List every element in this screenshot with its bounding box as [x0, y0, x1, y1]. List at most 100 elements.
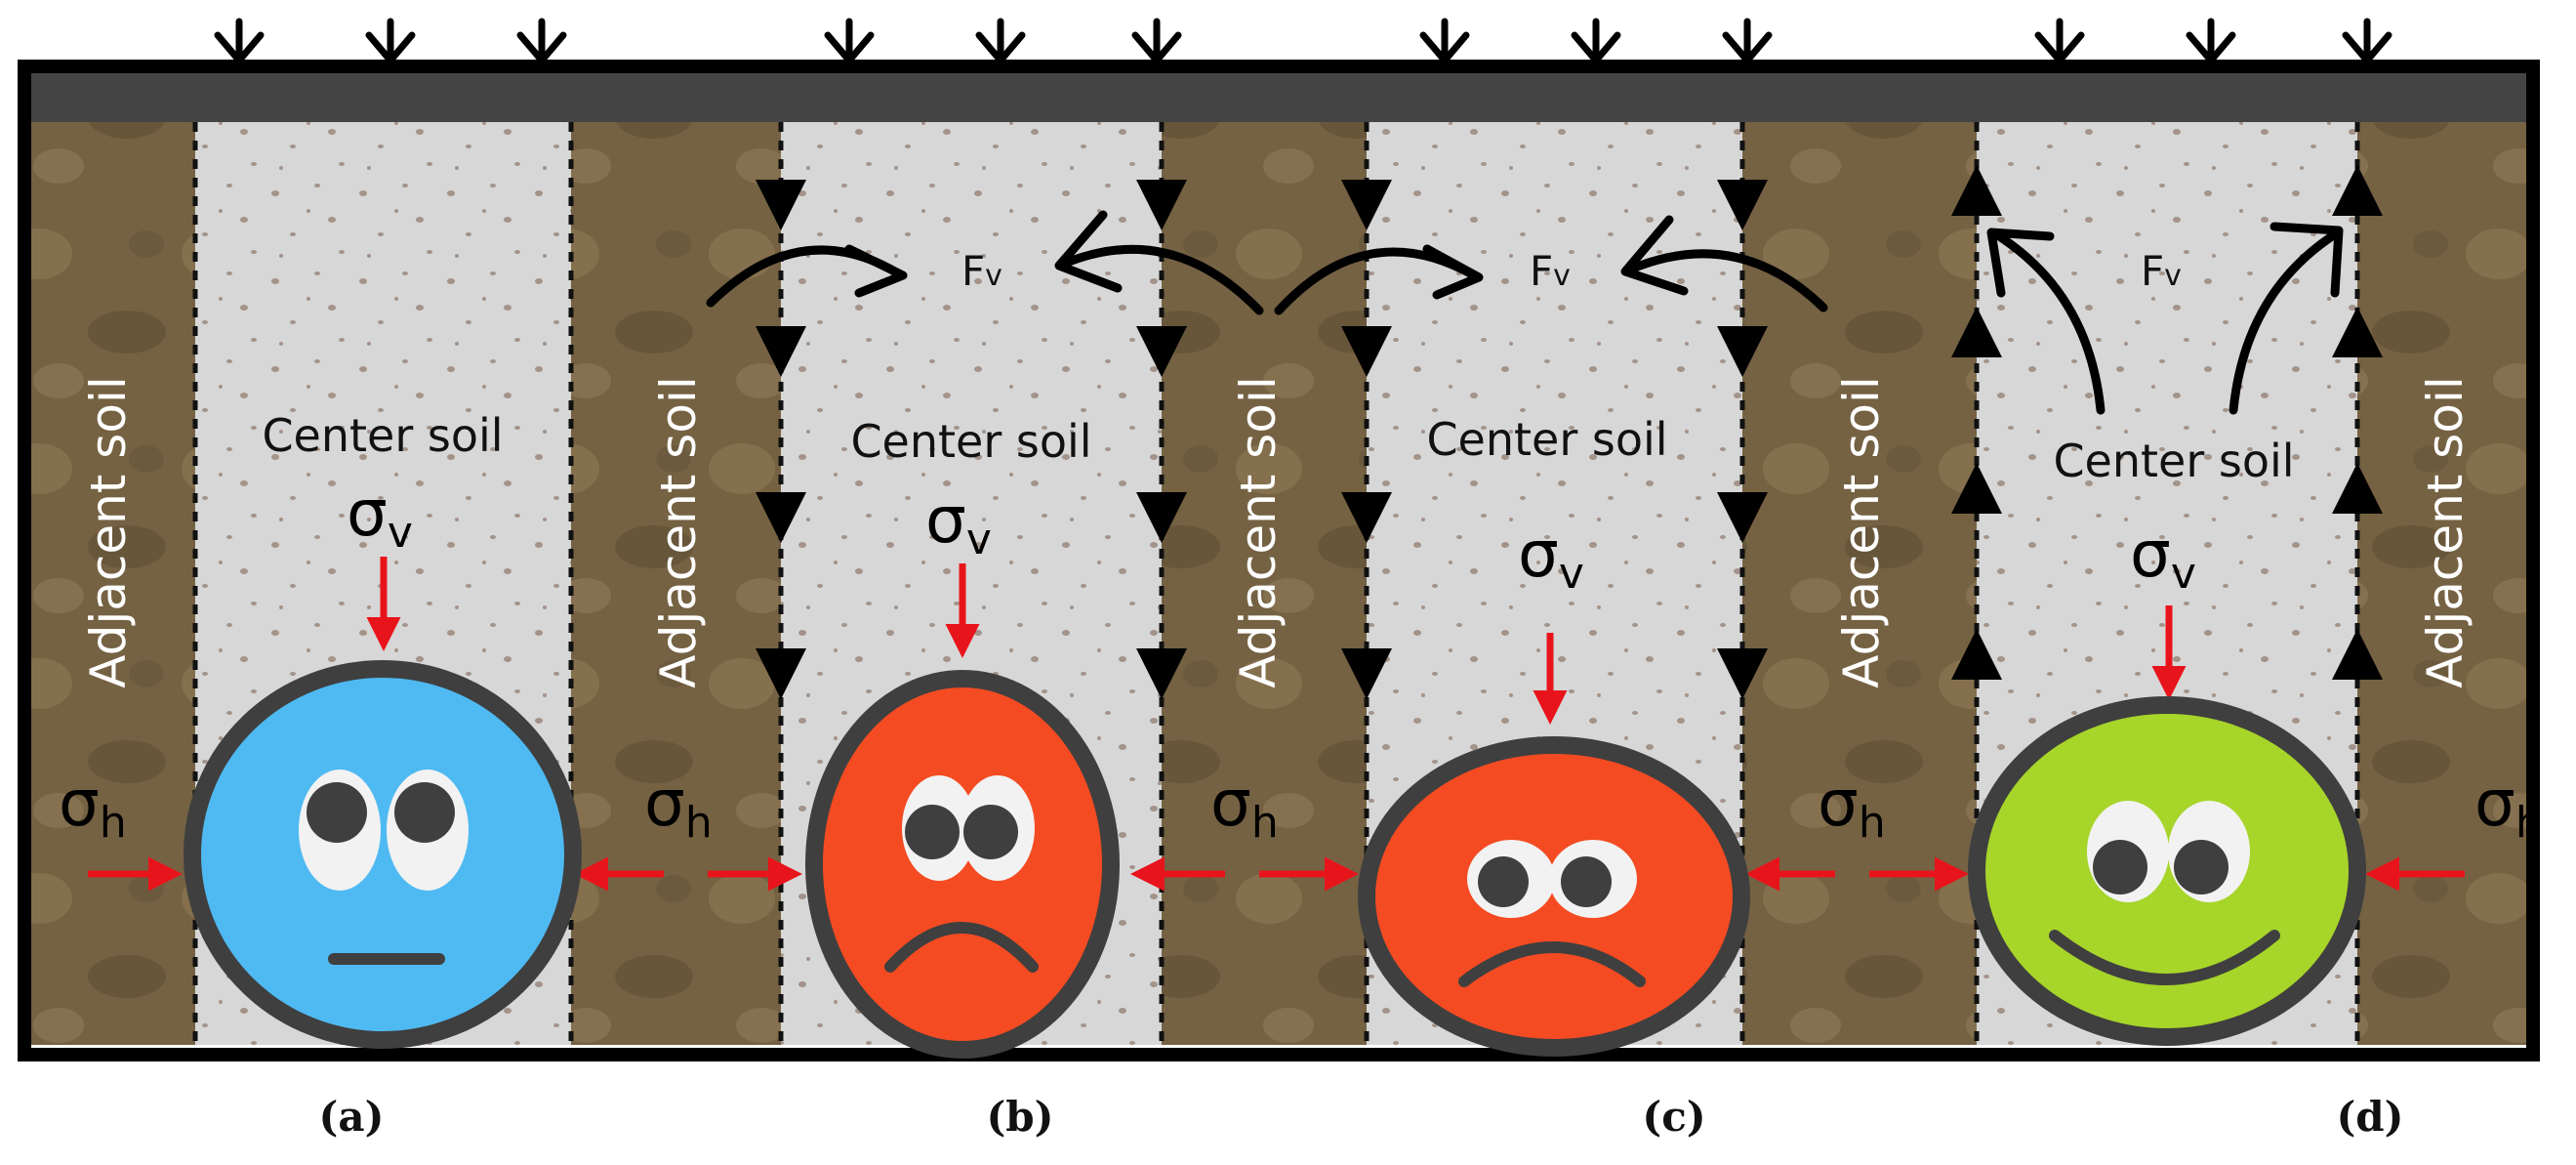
adjacent-soil-label: Adjacent soil [80, 376, 137, 687]
center-soil-labels: Center soil Center soil Center soil Cent… [262, 409, 2294, 487]
surface-load-arrow-icon [1722, 18, 1773, 66]
fv-label: Fv [961, 247, 1002, 295]
sigma-v-label: σv [925, 482, 992, 564]
shear-arrow-up-icon [1951, 629, 2002, 680]
pupil [905, 805, 960, 859]
center-soil-label: Center soil [262, 409, 503, 462]
adjacent-soil-label: Adjacent soil [2417, 376, 2474, 687]
curved-arrow-icon [1991, 229, 2106, 415]
surface-load-arrow-icon [2342, 18, 2392, 66]
pupil [963, 805, 1018, 859]
happy-mouth [2049, 930, 2280, 985]
face-a [184, 660, 582, 1049]
fv-label: Fv [2141, 247, 2182, 295]
shear-arrow-down-icon [1717, 492, 1768, 543]
shear-arrow-down-icon [1341, 180, 1392, 230]
panel-label-c: (c) [1642, 1093, 1705, 1141]
panel-label-d: (d) [2336, 1093, 2403, 1141]
curved-arrow-icon [1986, 228, 2055, 298]
horizontal-stress-group: σh σh σh σh σh [59, 766, 2543, 892]
shear-arrow-down-icon [1717, 180, 1768, 230]
sigma-h-label: σh [644, 766, 713, 848]
pupil [1478, 856, 1529, 907]
curved-arrow-icon [844, 244, 908, 298]
shear-arrow-down-icon [1136, 180, 1187, 230]
shear-arrow-up-icon [1951, 165, 2002, 216]
face-d-body [1968, 696, 2366, 1046]
vertical-stress-group: σv σv σv σv [347, 476, 2196, 725]
pupil [2093, 840, 2147, 895]
face-a-body [184, 660, 582, 1049]
shear-arrow-up-icon [1951, 307, 2002, 357]
center-soil-label: Center soil [850, 415, 1091, 468]
shear-arrow-up-icon [2332, 629, 2383, 680]
shear-arrow-down-icon [1341, 648, 1392, 699]
surface-load-arrow-icon [2186, 18, 2236, 66]
sad-mouth [884, 922, 1039, 973]
surface-load-arrow-icon [365, 18, 416, 66]
shear-arrow-down-icon [1717, 648, 1768, 699]
surface-load-arrow-icon [824, 18, 875, 66]
panel-labels: (a) (b) (c) (d) [319, 1093, 2404, 1141]
shear-arrow-down-icon [1136, 326, 1187, 377]
adjacent-soil-label: Adjacent soil [1833, 376, 1890, 687]
center-soil-label: Center soil [2053, 435, 2294, 487]
sad-mouth [1458, 941, 1646, 987]
surface-load-arrow-icon [2034, 18, 2085, 66]
surface-load-arrow-icon [1419, 18, 1470, 66]
shear-arrow-down-icon [1341, 492, 1392, 543]
shear-arrow-down-icon [756, 180, 806, 230]
sigma-h-label: σh [1210, 766, 1279, 848]
curved-arrow-icon [1620, 215, 1689, 296]
adjacent-soil-label: Adjacent soil [1230, 376, 1287, 687]
surface-load-arrow-icon [516, 18, 567, 66]
pupil [1561, 856, 1612, 907]
fv-labels: Fv Fv Fv [961, 247, 2182, 295]
surface-load-arrow-icon [214, 18, 265, 66]
sigma-h-label: σh [1818, 766, 1886, 848]
adjacent-soil-column-5 [2357, 122, 2533, 1045]
pupil [2174, 840, 2228, 895]
face-c [1358, 736, 1750, 1057]
face-d [1968, 696, 2366, 1046]
pupil [307, 782, 367, 843]
shear-arrow-down-icon [1136, 648, 1187, 699]
sigma-h-label: σh [2474, 766, 2543, 848]
curved-arrow-icon [2269, 222, 2344, 298]
shear-arrow-down-icon [1717, 326, 1768, 377]
shaft-shear-arrows [756, 165, 2383, 699]
shear-arrow-up-icon [1951, 463, 2002, 514]
shear-arrow-up-icon [2332, 165, 2383, 216]
adjacent-soil-label: Adjacent soil [650, 376, 707, 687]
adjacent-soil-column-1 [24, 122, 195, 1045]
curved-arrow-icon [2228, 229, 2340, 415]
panel-label-b: (b) [986, 1093, 1053, 1141]
center-soil-label: Center soil [1426, 413, 1667, 466]
adjacent-soil-labels: Adjacent soil Adjacent soil Adjacent soi… [80, 376, 2474, 687]
surface-load-arrow-icon [975, 18, 1026, 66]
shear-arrow-up-icon [2332, 307, 2383, 357]
panel-label-a: (a) [319, 1093, 385, 1141]
sigma-v-label: σv [347, 476, 413, 558]
pupil [394, 782, 455, 843]
sigma-h-label: σh [59, 766, 127, 848]
shear-arrow-down-icon [756, 648, 806, 699]
shear-arrow-up-icon [2332, 463, 2383, 514]
curved-arrow-icon [1625, 249, 1828, 312]
curved-arrow-icon [1059, 244, 1264, 315]
arching-curved-arrows [706, 210, 2344, 415]
shear-arrow-down-icon [756, 492, 806, 543]
sigma-v-label: σv [2130, 517, 2196, 599]
face-b [805, 670, 1120, 1059]
frame-border [18, 60, 2540, 1061]
shear-arrow-down-icon [1341, 326, 1392, 377]
shear-arrow-down-icon [756, 326, 806, 377]
sigma-v-label: σv [1518, 517, 1584, 599]
surface-load-arrow-icon [1571, 18, 1621, 66]
shear-arrow-down-icon [1136, 492, 1187, 543]
curved-arrow-icon [1422, 244, 1484, 300]
fv-label: Fv [1530, 247, 1571, 295]
adjacent-soil-column-3 [1162, 122, 1367, 1045]
